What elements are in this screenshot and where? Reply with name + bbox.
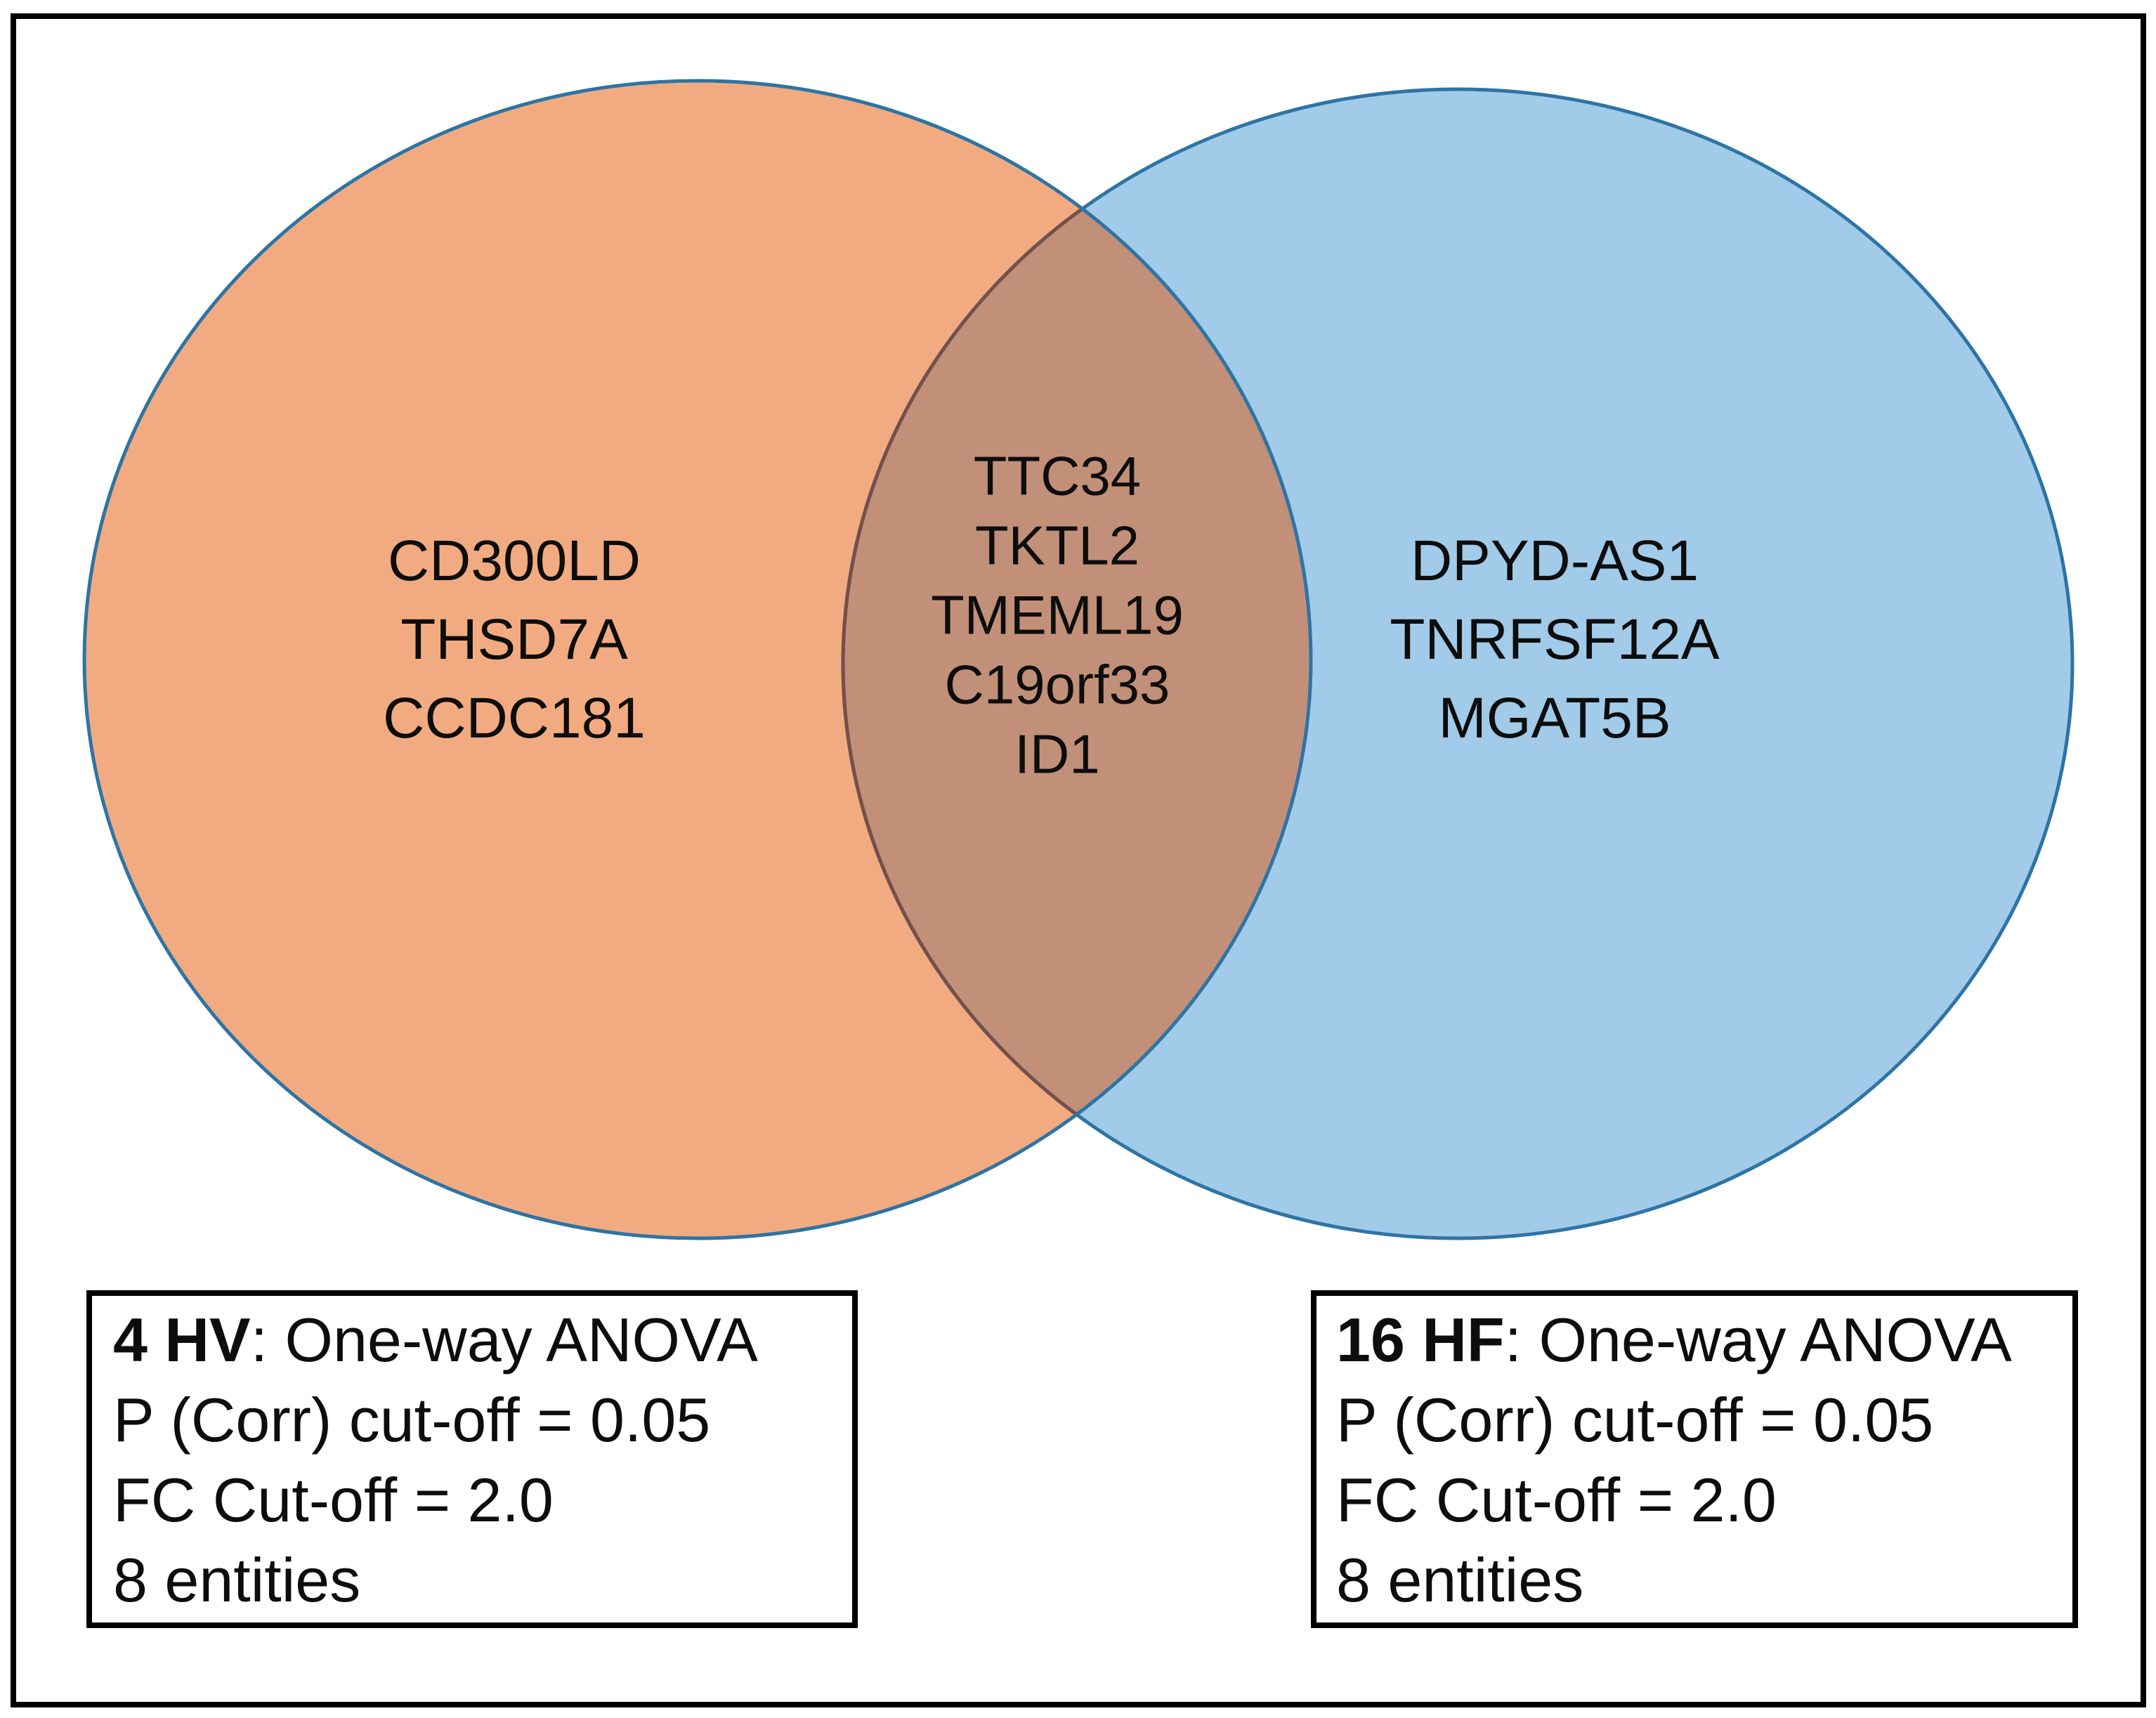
gene-label: TKTL2 bbox=[974, 514, 1140, 577]
gene-label: MGAT5B bbox=[1438, 686, 1671, 750]
right-box-entities-line: 8 entities bbox=[1336, 1545, 1584, 1615]
overlap-region-fill bbox=[843, 89, 1311, 1238]
gene-label: DPYD-AS1 bbox=[1410, 529, 1699, 593]
outer-frame bbox=[11, 13, 2146, 1707]
gene-label: CD300LD bbox=[387, 529, 641, 593]
left-stats-box: 4 HV: One-way ANOVA P (Corr) cut-off = 0… bbox=[86, 1290, 858, 1628]
right-box-pvalue-line: P (Corr) cut-off = 0.05 bbox=[1336, 1385, 1934, 1455]
right-stats-box: 16 HF: One-way ANOVA P (Corr) cut-off = … bbox=[1311, 1290, 2078, 1628]
overlap-region-gene-list: TTC34 TKTL2 TMEML19 C19orf33 ID1 bbox=[931, 442, 1184, 789]
right-circle-outline-overlap-segment bbox=[841, 87, 1311, 1238]
left-circle-outline bbox=[82, 79, 1313, 1240]
left-region-gene-list: CD300LD THSD7A CCDC181 bbox=[383, 522, 646, 758]
left-box-count-label: 4 HV bbox=[113, 1305, 251, 1375]
gene-label: TMEML19 bbox=[931, 584, 1184, 646]
right-box-title: 16 HF: One-way ANOVA bbox=[1336, 1300, 2072, 1380]
right-box-fc-line: FC Cut-off = 2.0 bbox=[1336, 1465, 1777, 1535]
left-box-entities-line: 8 entities bbox=[113, 1545, 361, 1615]
gene-label: ID1 bbox=[1014, 723, 1100, 785]
right-region-gene-list: DPYD-AS1 TNRFSF12A MGAT5B bbox=[1390, 522, 1719, 758]
left-box-title: 4 HV: One-way ANOVA bbox=[113, 1300, 852, 1380]
gene-label: CCDC181 bbox=[383, 686, 646, 750]
gene-label: THSD7A bbox=[400, 608, 628, 671]
left-box-test-label: : One-way ANOVA bbox=[250, 1305, 758, 1375]
right-box-count-label: 16 HF bbox=[1336, 1305, 1505, 1375]
right-box-test-label: : One-way ANOVA bbox=[1504, 1305, 2012, 1375]
left-box-fc-line: FC Cut-off = 2.0 bbox=[113, 1465, 554, 1535]
left-box-pvalue-line: P (Corr) cut-off = 0.05 bbox=[113, 1385, 711, 1455]
gene-label: TTC34 bbox=[973, 445, 1142, 507]
gene-label: TNRFSF12A bbox=[1390, 608, 1720, 671]
gene-label: C19orf33 bbox=[944, 653, 1170, 716]
